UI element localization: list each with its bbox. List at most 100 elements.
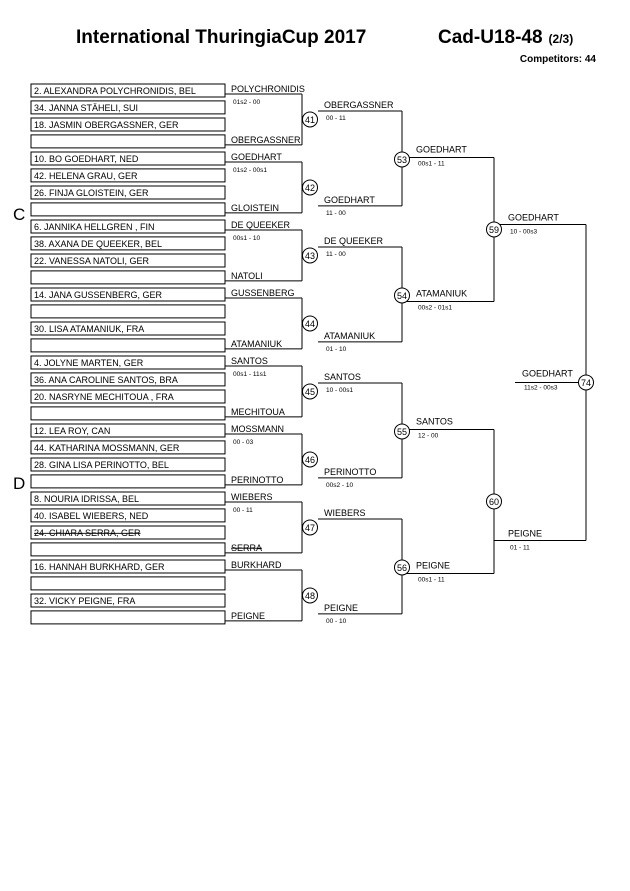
round1-score: 01s2 - 00	[233, 99, 260, 106]
competitor-name: 32. VICKY PEIGNE, FRA	[34, 596, 135, 606]
competitor-box	[30, 440, 226, 455]
round2-score: 11 - 00	[326, 251, 346, 258]
competitor-box	[30, 372, 226, 387]
competitor-name: 2. ALEXANDRA POLYCHRONIDIS, BEL	[34, 86, 196, 96]
round2-match-number: 48	[305, 591, 315, 601]
round2-match-circle	[302, 179, 318, 196]
round2-match-number: 42	[305, 183, 315, 193]
round2-match-circle	[302, 519, 318, 536]
competitors-count: Competitors: 44	[519, 54, 596, 65]
sheet-part: (2/3)	[548, 32, 574, 46]
round2-match-circle	[302, 247, 318, 264]
round4-match-number: 59	[489, 225, 499, 235]
round2-match-circle	[302, 315, 318, 332]
competitor-box	[30, 151, 226, 166]
round2-score: 01 - 10	[326, 346, 347, 353]
competitor-box	[30, 355, 226, 370]
competitor-box	[30, 253, 226, 268]
round2-match-circle	[302, 383, 318, 400]
final-match-number: 74	[581, 378, 591, 388]
round3-score: 00s1 - 11	[418, 160, 445, 167]
competitor-box	[30, 304, 226, 319]
round2-match-number: 41	[305, 115, 315, 125]
competitor-box	[30, 474, 226, 489]
competitor-name: 6. JANNIKA HELLGREN , FIN	[34, 222, 155, 232]
competitor-box	[30, 542, 226, 557]
competitor-name: 24. CHIARA SERRA, GER	[34, 528, 141, 538]
round2-match-number: 46	[305, 455, 315, 465]
round2-winner: DE QUEEKER	[324, 236, 384, 246]
competitor-name: 34. JANNA STÄHELI, SUI	[34, 103, 138, 113]
round3-score: 00s2 - 01s1	[418, 304, 452, 311]
competitor-name: 36. ANA CAROLINE SANTOS, BRA	[34, 375, 178, 385]
competitor-name: 10. BO GOEDHART, NED	[34, 154, 139, 164]
competitor-box	[30, 185, 226, 200]
competitor-box	[30, 559, 226, 574]
round1-score: 00 - 11	[233, 507, 253, 514]
competitor-name: 8. NOURIA IDRISSA, BEL	[34, 494, 139, 504]
competitor-box	[30, 236, 226, 251]
round4-match-number: 60	[489, 497, 499, 507]
competitor-box	[30, 117, 226, 132]
round2-match-number: 43	[305, 251, 315, 261]
round3-match-circle	[394, 287, 410, 304]
competitor-box	[30, 491, 226, 506]
competitor-box	[30, 610, 226, 625]
competitor-box	[30, 508, 226, 523]
pool-label-c: C	[13, 205, 25, 224]
round2-score: 00 - 10	[326, 618, 347, 625]
round2-winner: GOEDHART	[324, 195, 375, 205]
round2-winner: OBERGASSNER	[324, 100, 394, 110]
round2-match-number: 47	[305, 523, 315, 533]
round4-winner: PEIGNE	[508, 528, 542, 538]
round2-score: 00 - 11	[326, 115, 346, 122]
final-match-circle	[578, 374, 594, 391]
round4-winner: GOEDHART	[508, 212, 559, 222]
competitor-name: 18. JASMIN OBERGASSNER, GER	[34, 120, 179, 130]
round3-score: 00s1 - 11	[418, 576, 445, 583]
round2-match-circle	[302, 451, 318, 468]
round1-winner: GLOISTEIN	[231, 203, 279, 213]
round3-match-number: 53	[397, 155, 407, 165]
competitor-box	[30, 83, 226, 98]
round1-winner: NATOLI	[231, 271, 263, 281]
round3-match-circle	[394, 559, 410, 576]
round2-score: 00s2 - 10	[326, 482, 353, 489]
category-name: Cad-U18-48	[438, 27, 543, 48]
round2-winner: ATAMANIUK	[324, 331, 375, 341]
competitor-name: 42. HELENA GRAU, GER	[34, 171, 138, 181]
round1-winner: OBERGASSNER	[231, 135, 301, 145]
competitor-name: 4. JOLYNE MARTEN, GER	[34, 358, 144, 368]
round2-winner: PERINOTTO	[324, 467, 376, 477]
competitor-box	[30, 525, 226, 540]
competitor-name: 30. LISA ATAMANIUK, FRA	[34, 324, 144, 334]
round2-match-number: 44	[305, 319, 315, 329]
round1-winner: GOEDHART	[231, 152, 282, 162]
competitor-name: 22. VANESSA NATOLI, GER	[34, 256, 150, 266]
competitor-name: 26. FINJA GLOISTEIN, GER	[34, 188, 149, 198]
round1-winner: ATAMANIUK	[231, 339, 282, 349]
round1-score: 01s2 - 00s1	[233, 167, 267, 174]
round1-winner: BURKHARD	[231, 560, 282, 570]
competitor-name: 38. AXANA DE QUEEKER, BEL	[34, 239, 162, 249]
round4-match-circle	[486, 493, 502, 510]
competitor-name: 20. NASRYNE MECHITOUA , FRA	[34, 392, 174, 402]
competitor-name: 28. GINA LISA PERINOTTO, BEL	[34, 460, 169, 470]
competitor-name: 12. LEA ROY, CAN	[34, 426, 110, 436]
round1-winner: PERINOTTO	[231, 475, 283, 485]
round1-winner: MOSSMANN	[231, 424, 284, 434]
competitor-box	[30, 202, 226, 217]
round1-winner: PEIGNE	[231, 611, 265, 621]
competitor-box	[30, 576, 226, 591]
round3-score: 12 - 00	[418, 432, 439, 439]
competitor-box	[30, 219, 226, 234]
pool-label-d: D	[13, 474, 25, 493]
round1-score: 00s1 - 10	[233, 235, 260, 242]
round1-winner: MECHITOUA	[231, 407, 285, 417]
round1-score: 00 - 03	[233, 439, 254, 446]
round1-winner: WIEBERS	[231, 492, 273, 502]
round3-winner: SANTOS	[416, 416, 453, 426]
round2-winner: SANTOS	[324, 372, 361, 382]
competitor-box	[30, 593, 226, 608]
